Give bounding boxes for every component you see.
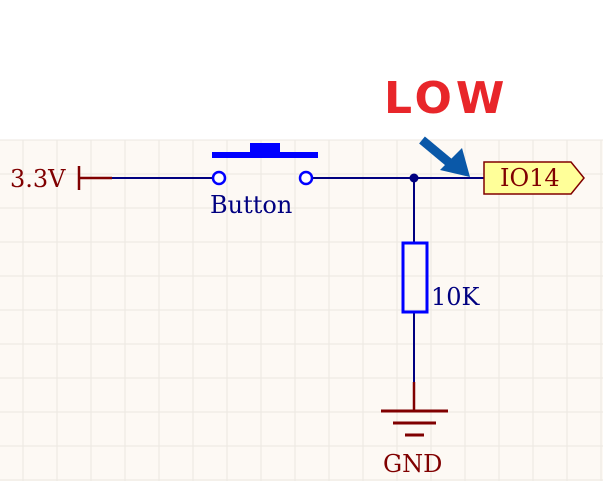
- net-port: [483, 161, 585, 195]
- pointer-arrow-icon: [419, 136, 470, 177]
- low-annotation: LOW: [384, 73, 508, 124]
- power-symbol: [77, 166, 112, 190]
- ground-label: GND: [383, 450, 442, 478]
- power-label: 3.3V: [10, 165, 66, 193]
- resistor-body: [401, 241, 429, 314]
- wires: [112, 177, 484, 382]
- resistor-label: 10K: [431, 283, 481, 311]
- junction-dot: [409, 173, 419, 183]
- ground-symbol-icon: [381, 382, 448, 437]
- push-button-switch: [211, 143, 318, 186]
- button-label: Button: [210, 191, 292, 219]
- net-port-label: IO14: [500, 164, 560, 192]
